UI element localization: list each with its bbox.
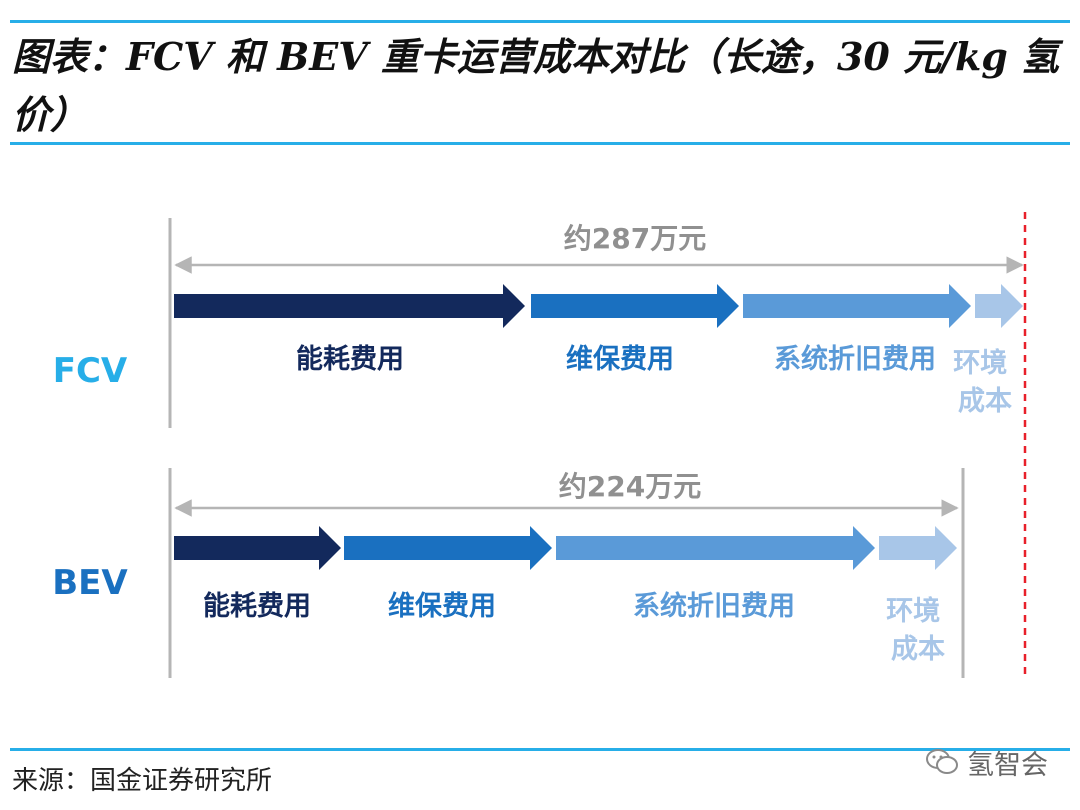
fcv-label-energy: 能耗费用 (296, 343, 404, 375)
bev-segment-energy (174, 526, 341, 570)
bev-label-environment-line1: 环境 (886, 596, 940, 627)
wechat-watermark: 氢智会 (925, 742, 1048, 782)
bev-segment-environment (879, 526, 957, 570)
source-note: 来源：国金证券研究所 (12, 766, 273, 796)
fcv-segment-energy (174, 284, 525, 328)
fcv-row-label: FCV (53, 351, 128, 391)
bev-label-maintenance: 维保费用 (388, 591, 496, 622)
fcv-label-maintenance: 维保费用 (566, 344, 674, 375)
bev-total-label: 约224万元 (559, 470, 701, 503)
bev-row-label: BEV (52, 563, 128, 603)
bev-total-label-bg (540, 466, 720, 502)
bev-label-environment-line2: 成本 (891, 634, 945, 665)
wechat-icon (926, 749, 958, 774)
fcv-total-label: 约287万元 (564, 222, 706, 255)
bev-label-depreciation: 系统折旧费用 (633, 590, 795, 622)
bev-segment-maintenance (344, 526, 552, 570)
source-top-rule (10, 748, 1070, 751)
fcv-label-environment: 环境 成本 (953, 348, 1016, 417)
fcv-total-label-bg (545, 218, 725, 254)
title-bottom-rule (10, 142, 1070, 145)
fcv-segment-environment (975, 284, 1023, 328)
bev-label-energy: 能耗费用 (203, 590, 311, 622)
fcv-label-environment-line1: 环境 (953, 348, 1007, 379)
title-top-rule (10, 20, 1070, 23)
figure-title: 图表：FCV 和 BEV 重卡运营成本对比（长途，30 元/kg 氢价） (12, 34, 1060, 137)
bev-segment-depreciation (556, 526, 875, 570)
bev-label-environment: 环境 成本 (886, 596, 949, 665)
fcv-label-depreciation: 系统折旧费用 (774, 343, 936, 375)
fcv-segment-depreciation (743, 284, 971, 328)
watermark-text: 氢智会 (967, 749, 1048, 781)
fcv-label-environment-line2: 成本 (958, 386, 1012, 417)
fcv-segment-maintenance (531, 284, 739, 328)
